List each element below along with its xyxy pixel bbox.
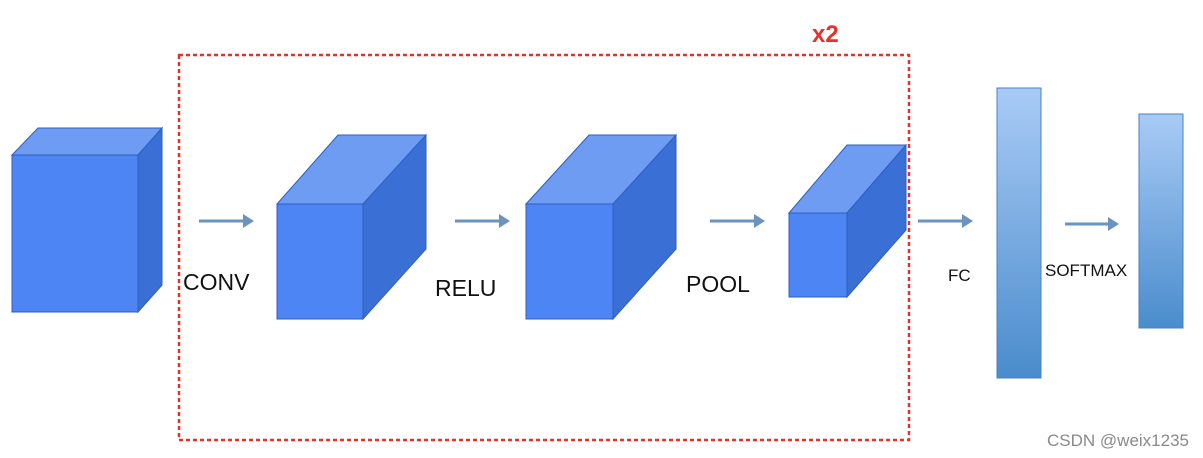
pool-label: POOL	[686, 271, 750, 297]
watermark-text: CSDN @weix1235	[1047, 431, 1189, 450]
relu-volume-cube	[524, 133, 678, 321]
arrow-conv-to-relu	[455, 214, 510, 228]
repeat-block-dashed-box	[177, 53, 911, 442]
fc-layer-bar	[996, 87, 1042, 379]
arrow-pool-to-fc	[918, 214, 973, 228]
pool-volume-cube	[787, 143, 908, 299]
conv-label: CONV	[183, 269, 250, 295]
arrow-input-to-conv	[199, 214, 254, 228]
arrow-relu-to-pool	[710, 214, 765, 228]
softmax-label: SOFTMAX	[1045, 261, 1127, 280]
relu-label: RELU	[435, 275, 496, 301]
fc-label: FC	[948, 266, 971, 285]
input-volume-cube	[10, 126, 164, 314]
conv-volume-cube	[275, 133, 428, 321]
softmax-layer-bar	[1138, 113, 1184, 329]
repeat-count-label: x2	[812, 21, 839, 48]
arrow-fc-to-softmax	[1065, 217, 1119, 231]
